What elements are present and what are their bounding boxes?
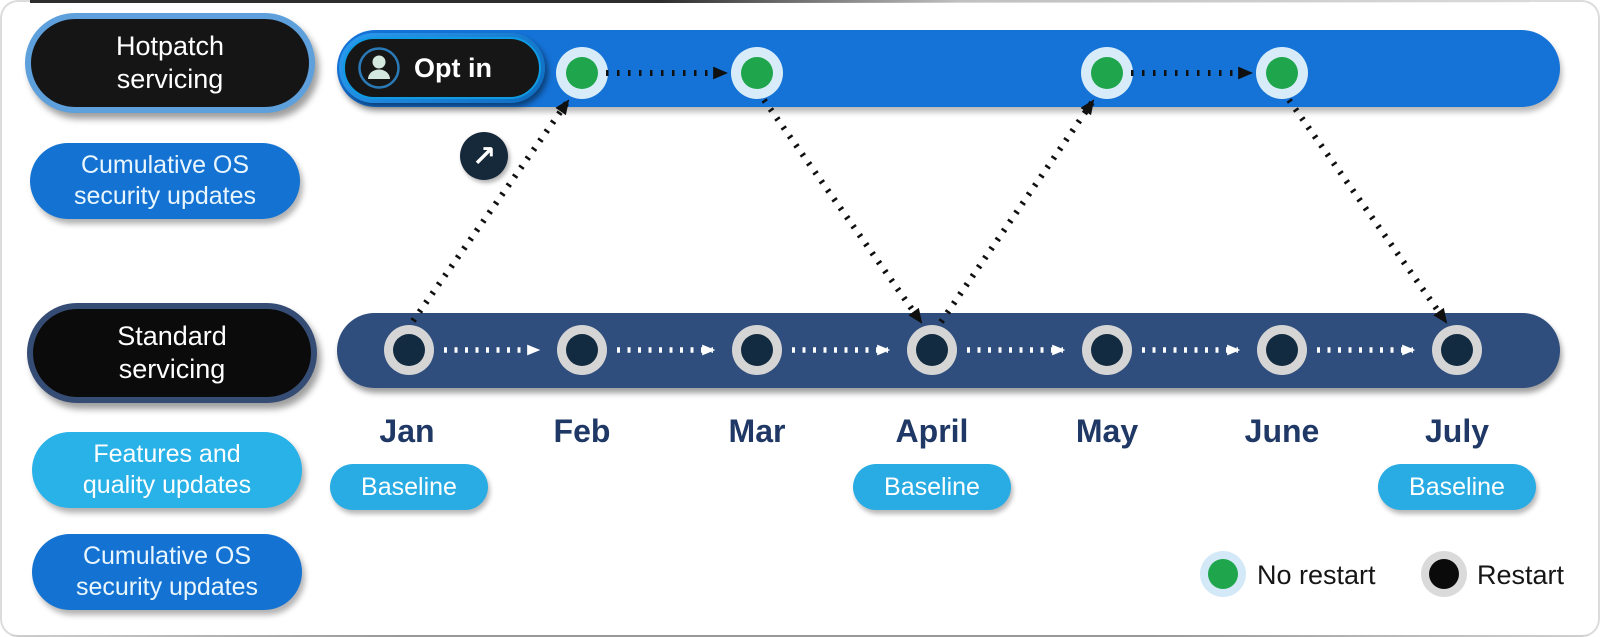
hotpatch-updates-line1: Cumulative OS (80, 151, 250, 179)
green-dot-core (741, 57, 773, 89)
baseline-label: Baseline (884, 472, 980, 501)
black-dot-core (1429, 559, 1459, 589)
hotpatch-servicing-line1: Hotpatch (115, 31, 225, 61)
dark-dot-core (1266, 334, 1298, 366)
standard-servicing-label: Standard servicing (27, 303, 317, 403)
green-dot-core (1091, 57, 1123, 89)
opt-in-label: Opt in (414, 52, 492, 83)
month-label-april: April (895, 413, 969, 449)
dark-dot-core (741, 334, 773, 366)
legend-no-restart-dot (1200, 551, 1246, 597)
standard-cumulative-updates-label: Cumulative OS security updates (32, 534, 302, 610)
bottom-edge-artifact (0, 635, 1600, 637)
flow-arrow-june-to-july-standard (1286, 98, 1449, 324)
hotpatch-servicing-line2: servicing (116, 64, 224, 94)
north-east-arrow-glyph: ↗ (471, 139, 497, 173)
standard-restart-dot-may (1082, 325, 1132, 375)
dark-dot-core (1091, 334, 1123, 366)
standard-restart-dot-april (907, 325, 957, 375)
month-label-feb: Feb (553, 413, 611, 449)
dark-dot-core (1441, 334, 1473, 366)
opt-in-button[interactable]: Opt in (339, 33, 545, 103)
legend-restart-label: Restart (1477, 560, 1565, 590)
features-quality-updates-label: Features and quality updates (32, 432, 302, 508)
standard-updates-line2: security updates (75, 573, 259, 601)
hotpatch-servicing-label: Hotpatch servicing (25, 13, 315, 113)
baseline-pill-april: Baseline (853, 464, 1011, 510)
baseline-label: Baseline (361, 472, 457, 501)
top-edge-artifact (30, 0, 1530, 3)
legend-no-restart-label: No restart (1257, 560, 1376, 590)
flow-arrow-april-to-may-hotpatch (938, 99, 1096, 324)
green-dot-core (566, 57, 598, 89)
month-label-june: June (1244, 413, 1320, 449)
month-label-july: July (1424, 413, 1490, 449)
baseline-pill-july: Baseline (1378, 464, 1536, 510)
standard-restart-dot-mar (732, 325, 782, 375)
baseline-label: Baseline (1409, 472, 1505, 501)
dark-dot-core (916, 334, 948, 366)
legend-restart-dot (1421, 551, 1467, 597)
standard-updates-line1: Cumulative OS (82, 542, 252, 570)
standard-restart-dot-june (1257, 325, 1307, 375)
standard-servicing-line1: Standard (117, 321, 227, 351)
hotpatch-updates-line2: security updates (73, 182, 257, 210)
standard-servicing-line2: servicing (118, 354, 226, 384)
hotpatch-no-restart-dot-june (1256, 47, 1308, 99)
month-label-may: May (1075, 413, 1139, 449)
features-updates-line2: quality updates (82, 471, 252, 499)
dark-dot-core (566, 334, 598, 366)
opt-in-button-inner: Opt in (343, 37, 541, 99)
baseline-pill-jan: Baseline (330, 464, 488, 510)
green-dot-core (1208, 559, 1238, 589)
flow-arrow-mar-to-april-standard (761, 98, 924, 324)
hotpatch-cumulative-updates-label: Cumulative OS security updates (30, 143, 300, 219)
standard-restart-dot-jan (384, 325, 434, 375)
month-label-mar: Mar (728, 413, 786, 449)
standard-restart-dot-feb (557, 325, 607, 375)
green-dot-core (1266, 57, 1298, 89)
features-updates-line1: Features and (93, 440, 241, 468)
month-label-jan: Jan (379, 413, 435, 449)
dark-dot-core (393, 334, 425, 366)
person-icon (358, 47, 400, 89)
hotpatch-no-restart-dot-mar (731, 47, 783, 99)
north-east-arrow-icon: ↗ (460, 132, 508, 180)
standard-restart-dot-july (1432, 325, 1482, 375)
hotpatch-no-restart-dot-feb (556, 47, 608, 99)
hotpatch-no-restart-dot-may (1081, 47, 1133, 99)
